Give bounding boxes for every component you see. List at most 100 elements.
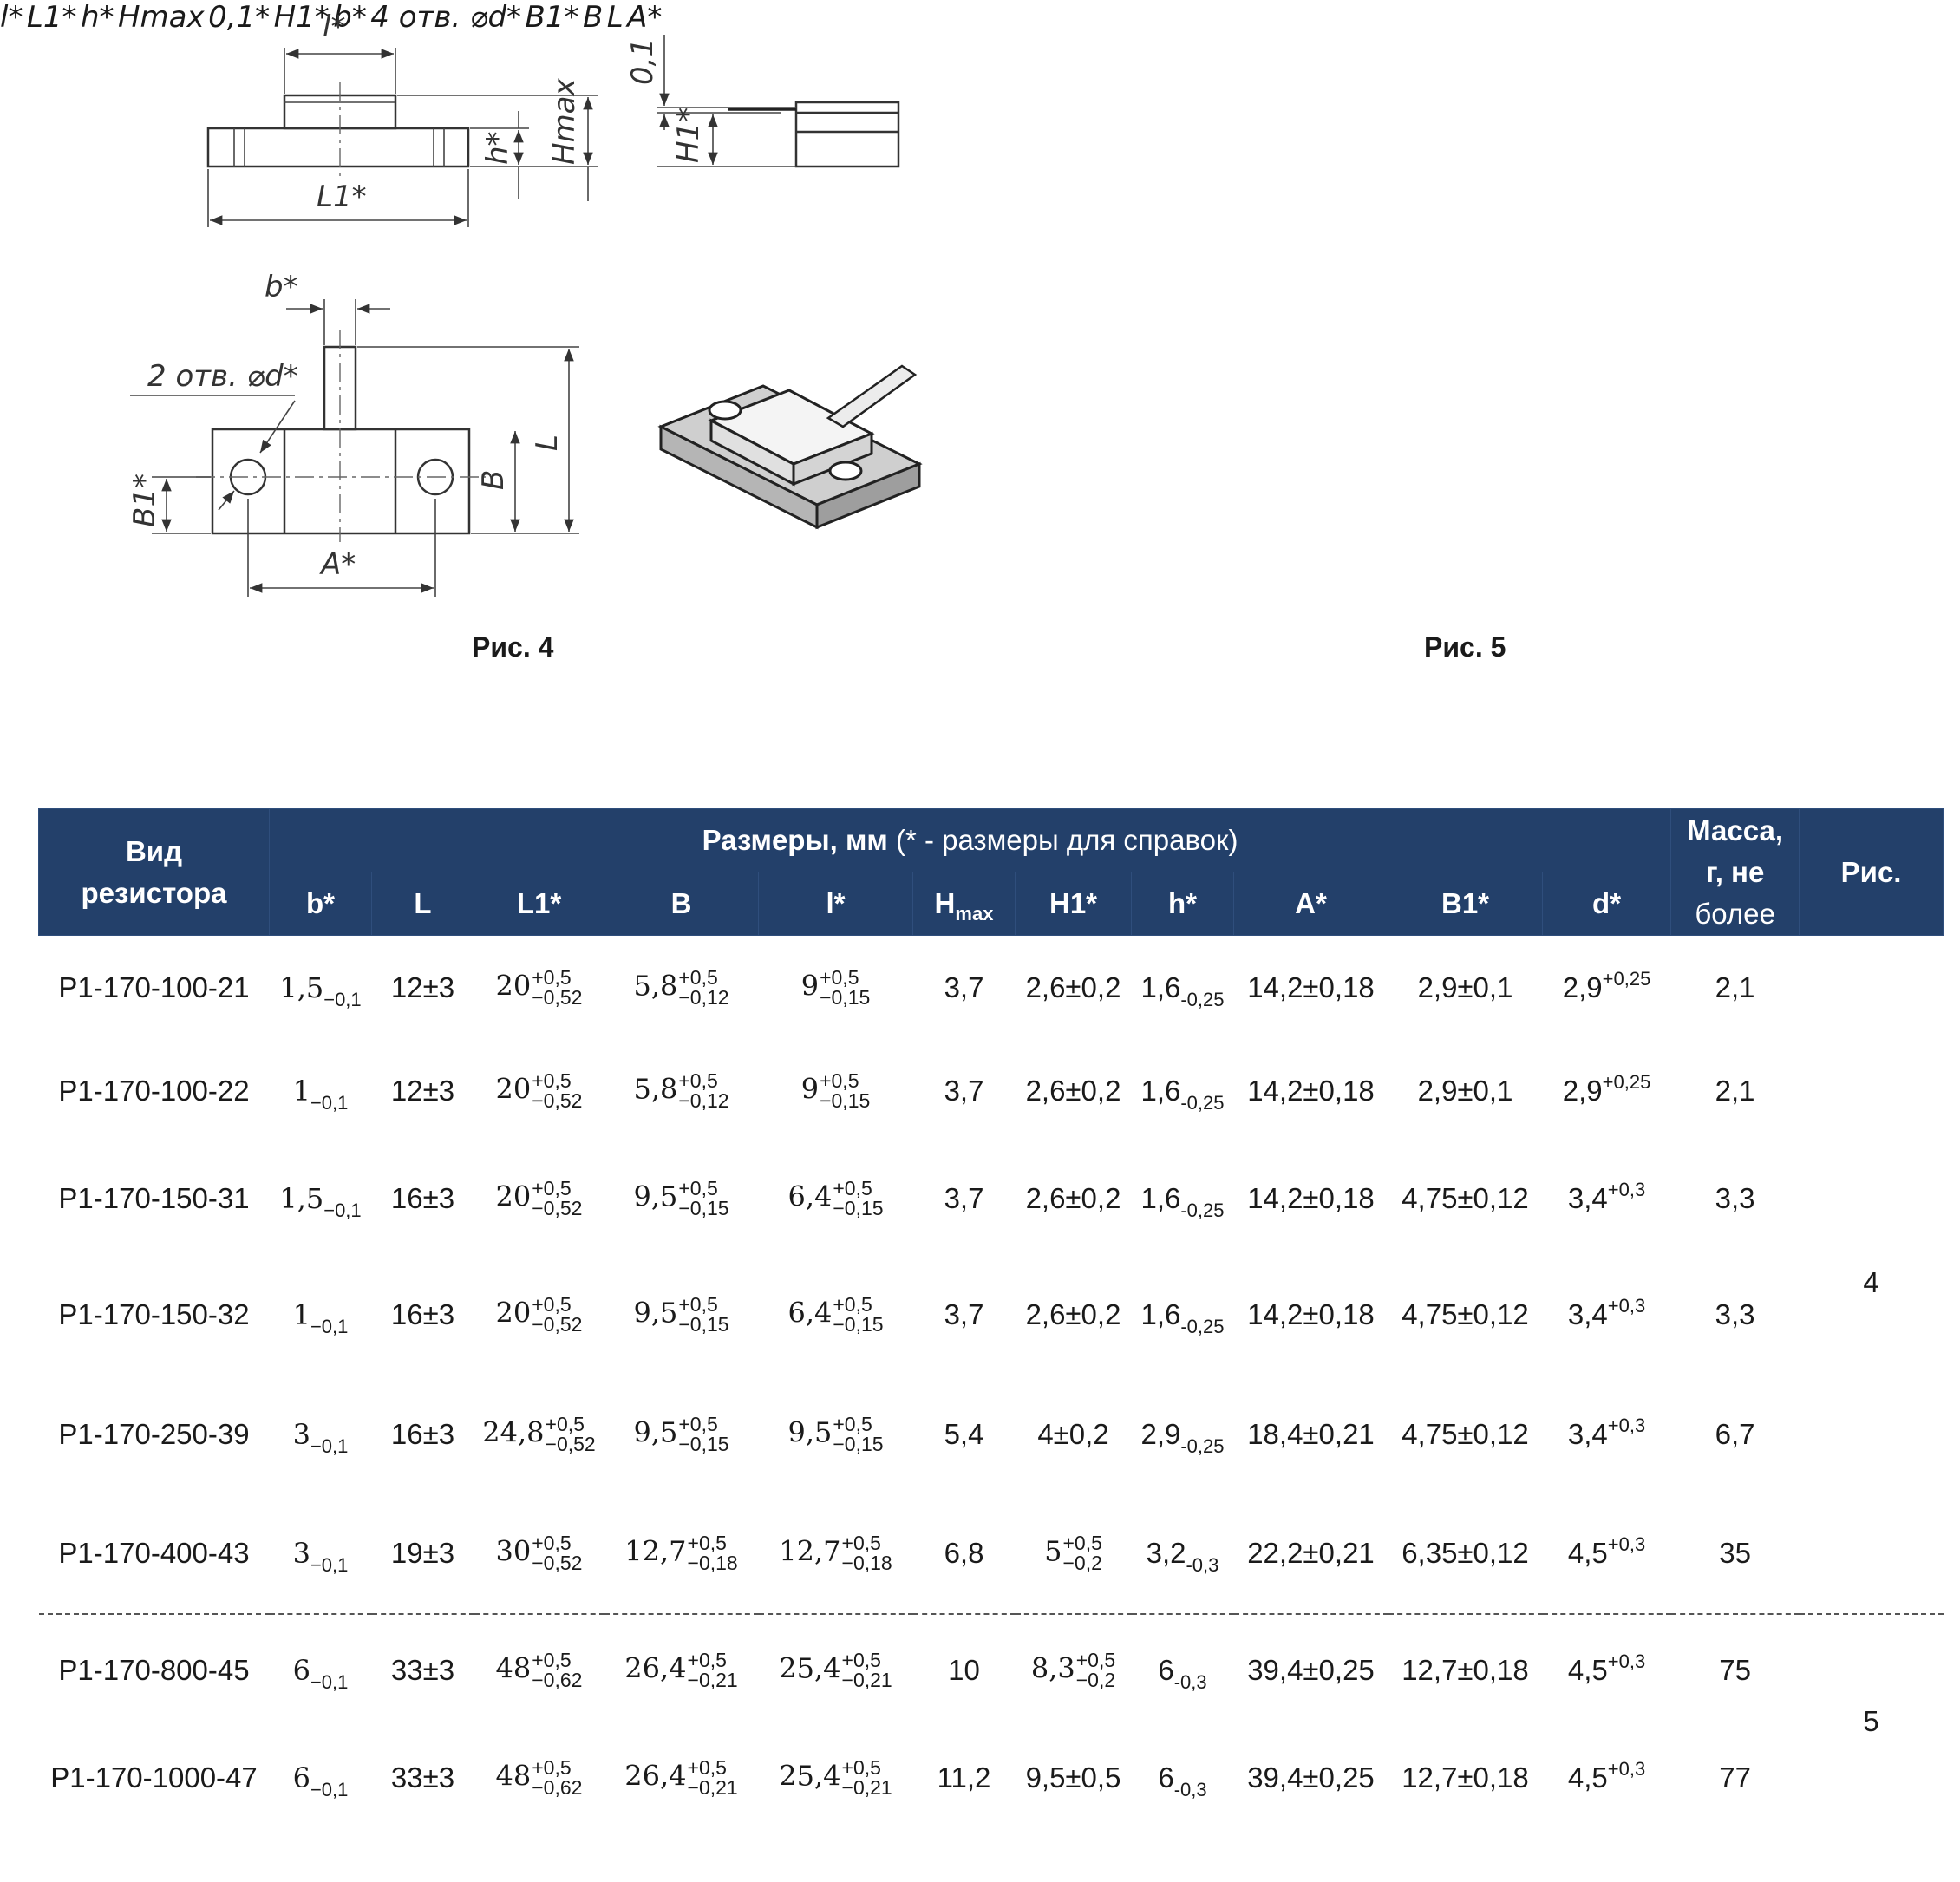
cell-b: 5,8+0,5−0,12: [633, 1068, 729, 1112]
cell-b: 26,4+0,5−0,21: [604, 1612, 759, 1727]
cell-mass: 2,1: [1715, 1074, 1755, 1107]
fig5-label-l: l*: [0, 0, 23, 35]
cell-l1: 30+0,5−0,52: [495, 1532, 583, 1574]
cell-b: 9,5+0,5−0,15: [633, 1292, 729, 1336]
cell-l: 16±3: [390, 1417, 455, 1450]
header-mass-line1: Масса,: [1687, 814, 1784, 846]
cell-b1: 2,9±0,1: [1417, 970, 1513, 1003]
cell-a: 14,2±0,18: [1247, 1074, 1375, 1107]
cell-l: 6,4+0,5−0,15: [787, 1292, 884, 1336]
cell-l1: 20+0,5−0,52: [495, 965, 583, 1009]
cell-hmax: 3,7: [944, 1181, 984, 1214]
column-header: A*: [1233, 872, 1388, 936]
cell-d: 2,9+0,25: [1562, 1070, 1651, 1107]
fig4-label-A: A*: [319, 547, 356, 582]
cell-l: 12±3: [390, 970, 455, 1003]
cell-l: 9,5+0,5−0,15: [787, 1412, 884, 1455]
cell-b: 9,5+0,5−0,15: [633, 1412, 729, 1455]
fig5-label-offset: 0,1*: [208, 0, 271, 35]
fig4-label-L: L: [530, 435, 565, 451]
fig5-label-L: L: [606, 0, 624, 35]
cell-b1: 4,75±0,12: [1401, 1297, 1529, 1330]
cell-b: 3−0,1: [292, 1417, 349, 1457]
cell-h1: 4±0,2: [1037, 1417, 1109, 1450]
cell-b1: 2,9±0,1: [1417, 1074, 1513, 1107]
header-sizes-note: (* - размеры для справок): [887, 824, 1238, 856]
cell-b: 1−0,1: [292, 1074, 349, 1114]
technical-drawings: l* L1* h* Hmax 0,1 H1*: [127, 10, 923, 597]
cell-l1: 20+0,5−0,52: [495, 1068, 583, 1112]
cell-a: 39,4±0,25: [1233, 1612, 1388, 1727]
fig4-label-holes: 2 отв. ⌀d*: [147, 359, 298, 394]
cell-d: 4,5+0,3: [1567, 1533, 1646, 1569]
cell-h: 1,6-0,25: [1140, 1181, 1225, 1221]
cell-b: 26,4+0,5−0,21: [624, 1755, 738, 1799]
column-header: Hmax: [912, 872, 1016, 936]
cell-h: 1,6-0,25: [1140, 1074, 1225, 1114]
cell-hmax: 10: [912, 1612, 1016, 1727]
cell-b1: 4,75±0,12: [1401, 1181, 1529, 1214]
cell-mass: 6,7: [1715, 1417, 1755, 1450]
cell-l: 12,7+0,5−0,18: [779, 1532, 892, 1574]
cell-h: 6-0,3: [1158, 1761, 1207, 1800]
cell-a: 18,4±0,21: [1247, 1417, 1375, 1450]
cell-b1: 12,7±0,18: [1388, 1612, 1543, 1727]
cell-b1: 6,35±0,12: [1401, 1537, 1529, 1569]
fig5-label-b: b*: [333, 0, 367, 35]
header-fig: Рис.: [1799, 808, 1944, 936]
cell-fig: 4: [1863, 1266, 1879, 1299]
table-row: Р1-170-100-22 1−0,1 12±3 20+0,5−0,52 5,8+0,5…: [39, 1040, 1944, 1142]
cell-h1: 8,3+0,5−0,2: [1015, 1612, 1132, 1727]
fig4-side-view: [206, 48, 598, 227]
column-header: L1*: [474, 872, 604, 936]
cell-type: Р1-170-250-39: [58, 1417, 250, 1450]
cell-l: 12±3: [390, 1074, 455, 1107]
cell-mass: 3,3: [1715, 1181, 1755, 1214]
cell-h1: 5+0,5−0,2: [1044, 1532, 1102, 1574]
cell-type: Р1-170-800-45: [38, 1612, 270, 1727]
cell-b: 1−0,1: [292, 1297, 349, 1337]
cell-h: 1,6-0,25: [1140, 970, 1225, 1010]
cell-mass: 2,1: [1715, 970, 1755, 1003]
cell-mass: 3,3: [1715, 1297, 1755, 1330]
cell-a: 22,2±0,21: [1247, 1537, 1375, 1569]
fig4-label-L1: L1*: [317, 180, 367, 214]
cell-l1: 20+0,5−0,52: [495, 1176, 583, 1219]
column-header: b*: [269, 872, 372, 936]
cell-h1: 2,6±0,2: [1025, 1297, 1121, 1330]
column-header: l*: [758, 872, 913, 936]
cell-mass: 35: [1719, 1537, 1751, 1569]
column-header: h*: [1131, 872, 1234, 936]
cell-d: 4,5+0,3: [1542, 1612, 1671, 1727]
cell-h1: 2,6±0,2: [1025, 1074, 1121, 1107]
cell-d: 3,4+0,3: [1567, 1178, 1646, 1214]
cell-b: 5,8+0,5−0,12: [633, 965, 729, 1009]
fig5-label-H1: H1*: [273, 0, 330, 35]
cell-l: 19±3: [390, 1537, 455, 1569]
cell-b: 9,5+0,5−0,15: [633, 1176, 729, 1219]
cell-b1: 12,7±0,18: [1401, 1761, 1529, 1794]
fig5-label-holes: 4 отв. ⌀d*: [370, 0, 522, 35]
cell-type: Р1-170-150-32: [58, 1297, 250, 1330]
cell-type: Р1-170-100-22: [58, 1074, 250, 1107]
cell-d: 2,9+0,25: [1562, 967, 1651, 1003]
cell-l1: 20+0,5−0,52: [495, 1292, 583, 1336]
cell-type: Р1-170-1000-47: [50, 1761, 258, 1794]
header-sizes-bold: Размеры, мм: [702, 824, 888, 856]
fig4-label-offset: 0,1: [625, 38, 660, 85]
cell-h: 3,2-0,3: [1146, 1537, 1219, 1576]
fig5-drawing: l* L1* h* Hmax 0,1* H1*: [0, 0, 662, 35]
fig5-label-B: B: [582, 0, 604, 35]
fig4-label-B: B: [476, 470, 511, 490]
cell-h: 1,6-0,25: [1140, 1297, 1225, 1337]
cell-d: 4,5+0,3: [1567, 1757, 1646, 1794]
cell-type: Р1-170-100-21: [58, 970, 250, 1003]
cell-h: 6-0,3: [1131, 1612, 1234, 1727]
cell-hmax: 3,7: [944, 1297, 984, 1330]
cell-hmax: 11,2: [937, 1761, 991, 1794]
cell-hmax: 6,8: [944, 1537, 984, 1569]
